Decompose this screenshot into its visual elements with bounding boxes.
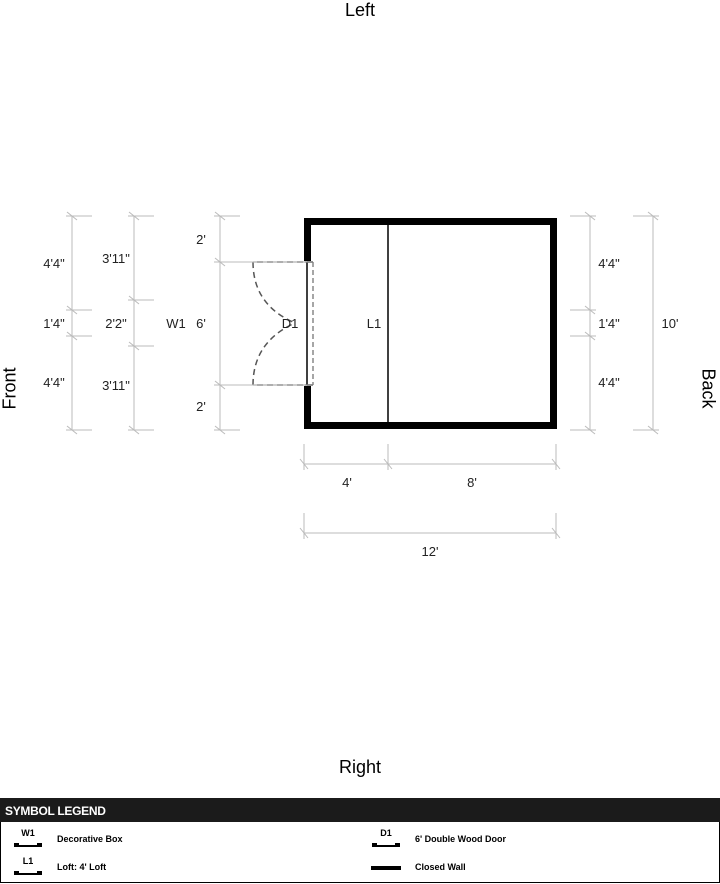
legend-label: Decorative Box (57, 834, 123, 844)
legend-label: 6' Double Wood Door (415, 834, 506, 844)
side-label-left: Left (344, 0, 376, 20)
door-swing-bottom (252, 322, 313, 386)
symbol-legend: SYMBOL LEGEND W1 Decorative Box L1 Loft:… (0, 798, 720, 884)
door-dim-2: 6' (196, 316, 206, 331)
front-outer-dim-1: 4'4" (43, 256, 65, 271)
legend-label: Closed Wall (415, 862, 466, 872)
door-dim-1: 2' (196, 232, 206, 247)
front-outer-dim-3: 4'4" (43, 375, 65, 390)
bottom-dim-2: 8' (467, 475, 477, 490)
wall-symbol-icon (369, 856, 403, 878)
legend-item-loft: L1 Loft: 4' Loft (11, 855, 106, 879)
loft-tag: L1 (367, 316, 381, 331)
legend-code: D1 (380, 828, 392, 838)
front-inner-dim-3: 3'11" (102, 378, 130, 393)
door-opening (302, 261, 314, 386)
bottom-total-dim: 12' (422, 544, 439, 559)
legend-body: W1 Decorative Box L1 Loft: 4' Loft D1 6'… (0, 822, 720, 883)
legend-item-door: D1 6' Double Wood Door (369, 827, 506, 851)
back-dim-1: 4'4" (598, 256, 620, 271)
side-label-right: Right (338, 757, 382, 777)
shed-walls (304, 218, 557, 429)
door-symbol-icon: D1 (369, 828, 403, 850)
legend-label: Loft: 4' Loft (57, 862, 107, 872)
window-symbol-icon: W1 (11, 828, 45, 850)
floor-plan: D1 L1 4'4" 1'4" 4'4" 3'11" 2'2" 3'11" W1… (43, 211, 679, 559)
door-swing-top (252, 261, 313, 324)
back-dim-2: 1'4" (598, 316, 620, 331)
front-inner-dim-1: 3'11" (102, 251, 130, 266)
bottom-dim-1: 4' (342, 475, 352, 490)
back-dim-segments (570, 211, 596, 435)
back-dim-3: 4'4" (598, 375, 620, 390)
back-total-dim: 10' (662, 316, 679, 331)
window-tag: W1 (166, 316, 186, 331)
legend-item-wall: Closed Wall (369, 855, 466, 879)
bottom-dim-segments (299, 444, 561, 470)
front-inner-dim-2: 2'2" (105, 316, 127, 331)
front-dim-door (214, 211, 305, 435)
front-dim-inner (128, 211, 154, 435)
loft-symbol-icon: L1 (11, 856, 45, 878)
back-dim-total (633, 211, 659, 435)
front-outer-dim-2: 1'4" (43, 316, 65, 331)
door-tag: D1 (282, 316, 299, 331)
bottom-dim-total (299, 513, 561, 539)
legend-item-window: W1 Decorative Box (11, 827, 123, 851)
legend-code: L1 (22, 856, 34, 866)
door-dim-3: 2' (196, 399, 206, 414)
front-dim-outer (66, 211, 92, 435)
legend-code: W1 (21, 828, 35, 838)
legend-title: SYMBOL LEGEND (0, 798, 720, 822)
